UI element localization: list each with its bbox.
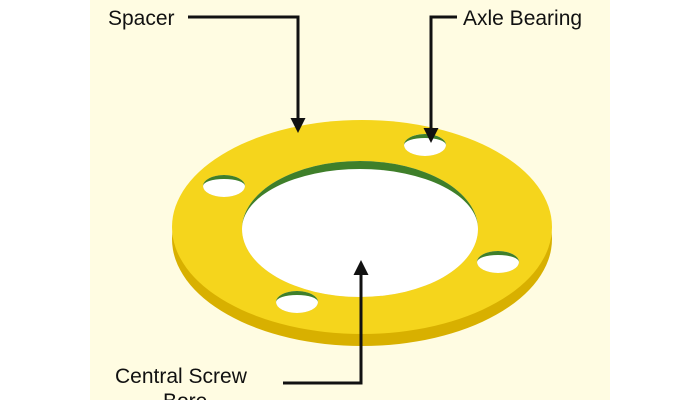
label-central-screw-line2: Bore	[163, 390, 207, 400]
axle-hole-top	[404, 134, 446, 156]
axle-hole-bottom	[276, 291, 318, 313]
label-spacer: Spacer	[108, 7, 175, 30]
central-screw-bore-arrow	[283, 260, 369, 385]
axle-hole-left	[203, 175, 245, 197]
central-bore	[242, 161, 478, 297]
axle-hole-right	[477, 251, 519, 273]
spacer-arrow	[188, 15, 306, 133]
spacer-part	[172, 120, 552, 346]
axle-bearing-arrow	[423, 15, 457, 143]
label-axle-bearing: Axle Bearing	[463, 7, 582, 30]
label-central-screw-line1: Central Screw	[115, 365, 248, 388]
